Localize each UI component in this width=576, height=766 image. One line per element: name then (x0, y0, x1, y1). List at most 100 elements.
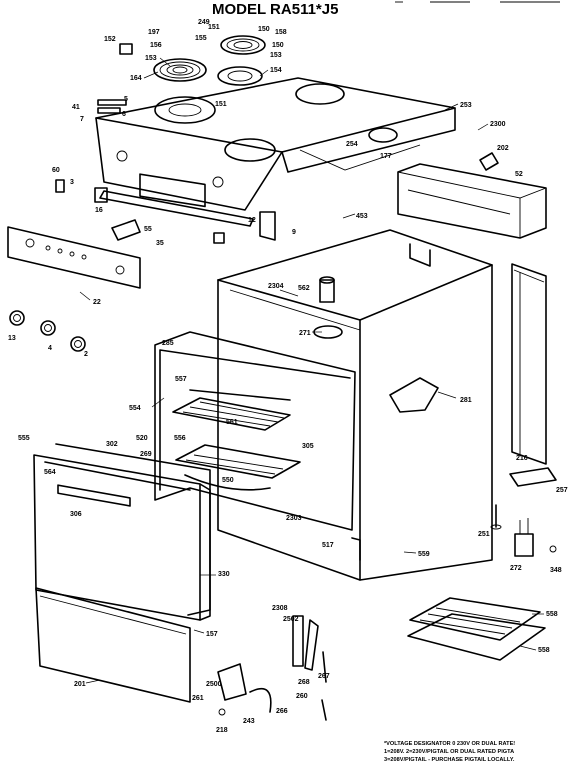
part-label: 5 (124, 96, 128, 103)
part-label: 269 (140, 451, 152, 458)
part-label: 271 (299, 330, 311, 337)
part-label: 12 (248, 217, 256, 224)
part-label: 281 (460, 397, 472, 404)
bake-element (184, 389, 291, 491)
part-label: 202 (497, 145, 509, 152)
part-label: 16 (95, 207, 103, 214)
part-label: 559 (418, 551, 430, 558)
part-label: 7 (80, 116, 84, 123)
part-label: 285 (162, 340, 174, 347)
leveling-leg (490, 504, 502, 530)
part-label: 2308 (272, 605, 288, 612)
oven-door (33, 454, 211, 621)
part-label: 153 (145, 55, 157, 62)
part-label: 216 (516, 455, 528, 462)
part-label: 153 (270, 52, 282, 59)
oven-vent-stack (313, 276, 343, 339)
control-knob (9, 310, 86, 352)
voltage-note-line-2: 1=208V. 2=230V/PIGTAIL OR DUAL RATED PIG… (384, 749, 514, 755)
part-label: 330 (218, 571, 230, 578)
drawer-panel (35, 587, 191, 703)
part-label: 249 (198, 19, 210, 26)
part-label: 3 (70, 179, 74, 186)
part-label: 557 (175, 376, 187, 383)
side-panel (511, 263, 547, 465)
part-label: 517 (322, 542, 334, 549)
part-label: 260 (296, 693, 308, 700)
part-label: 13 (8, 335, 16, 342)
part-label: 2502 (283, 616, 299, 623)
part-label: 150 (258, 26, 270, 33)
part-label: 268 (298, 679, 310, 686)
hinge-assembly (217, 663, 272, 716)
part-label: 253 (460, 102, 472, 109)
part-label: 554 (129, 405, 141, 412)
part-label: 520 (136, 435, 148, 442)
part-label: 2303 (286, 515, 302, 522)
part-label: 151 (208, 24, 220, 31)
part-label: 558 (538, 647, 550, 654)
part-label: 267 (318, 673, 330, 680)
part-label: 35 (156, 240, 164, 247)
part-label: 257 (556, 487, 568, 494)
part-label: 251 (478, 531, 490, 538)
part-label: 243 (243, 718, 255, 725)
part-label: 156 (150, 42, 162, 49)
part-label: 164 (130, 75, 142, 82)
bracket-plate (509, 467, 557, 487)
wire-clip (409, 243, 431, 267)
part-label: 157 (206, 631, 218, 638)
part-label: 151 (215, 101, 227, 108)
part-label: 6 (122, 111, 126, 118)
voltage-note-line-3: 3=208V/PIGTAIL - PURCHASE PIGTAIL LOCALL… (384, 757, 515, 763)
part-label: 155 (195, 35, 207, 42)
terminal-block-lower (514, 518, 557, 557)
surface-burner-right (217, 35, 266, 86)
surface-burner-left (153, 58, 216, 124)
door-inner-panel (55, 443, 211, 616)
cooktop (95, 77, 456, 211)
part-label: 22 (93, 299, 101, 306)
part-label: 52 (515, 171, 523, 178)
part-label: 550 (222, 477, 234, 484)
part-label: 555 (18, 435, 30, 442)
part-label: 4 (48, 345, 52, 352)
latch-assembly (292, 615, 327, 721)
part-label: 41 (72, 104, 80, 111)
part-label: 302 (106, 441, 118, 448)
part-label: 152 (104, 36, 116, 43)
part-label: 150 (272, 42, 284, 49)
part-label: 556 (174, 435, 186, 442)
part-label: 562 (298, 285, 310, 292)
part-label: 254 (346, 141, 358, 148)
part-label: 348 (550, 567, 562, 574)
oven-rack-upper (172, 397, 291, 431)
oven-liner (154, 331, 356, 531)
leader-lines (79, 57, 544, 684)
control-panel (7, 226, 141, 289)
backsplash-trim (397, 163, 547, 239)
part-labels: 151 197 249 152 155 150 158 153 156 150 … (8, 19, 568, 734)
part-label: 272 (510, 565, 522, 572)
model-title: MODEL RA511*J5 (212, 1, 338, 18)
part-label: 2300 (490, 121, 506, 128)
part-label: 266 (276, 708, 288, 715)
part-label: 2304 (268, 283, 284, 290)
part-label: 218 (216, 727, 228, 734)
control-panel-bracket (55, 179, 276, 244)
bracket (479, 152, 499, 171)
part-label: 558 (546, 611, 558, 618)
part-label: 305 (302, 443, 314, 450)
part-label: 177 (380, 153, 392, 160)
part-label: 60 (52, 167, 60, 174)
part-label: 158 (275, 29, 287, 36)
voltage-note-line-1: *VOLTAGE DESIGNATOR 0 230V OR DUAL RATE! (384, 741, 515, 747)
part-label: 261 (192, 695, 204, 702)
oven-rack-lower (175, 444, 301, 479)
part-label: 564 (44, 469, 56, 476)
oven-body (217, 229, 493, 581)
part-label: 55 (144, 226, 152, 233)
broiler-pan (407, 597, 546, 661)
part-label: 561 (226, 419, 238, 426)
